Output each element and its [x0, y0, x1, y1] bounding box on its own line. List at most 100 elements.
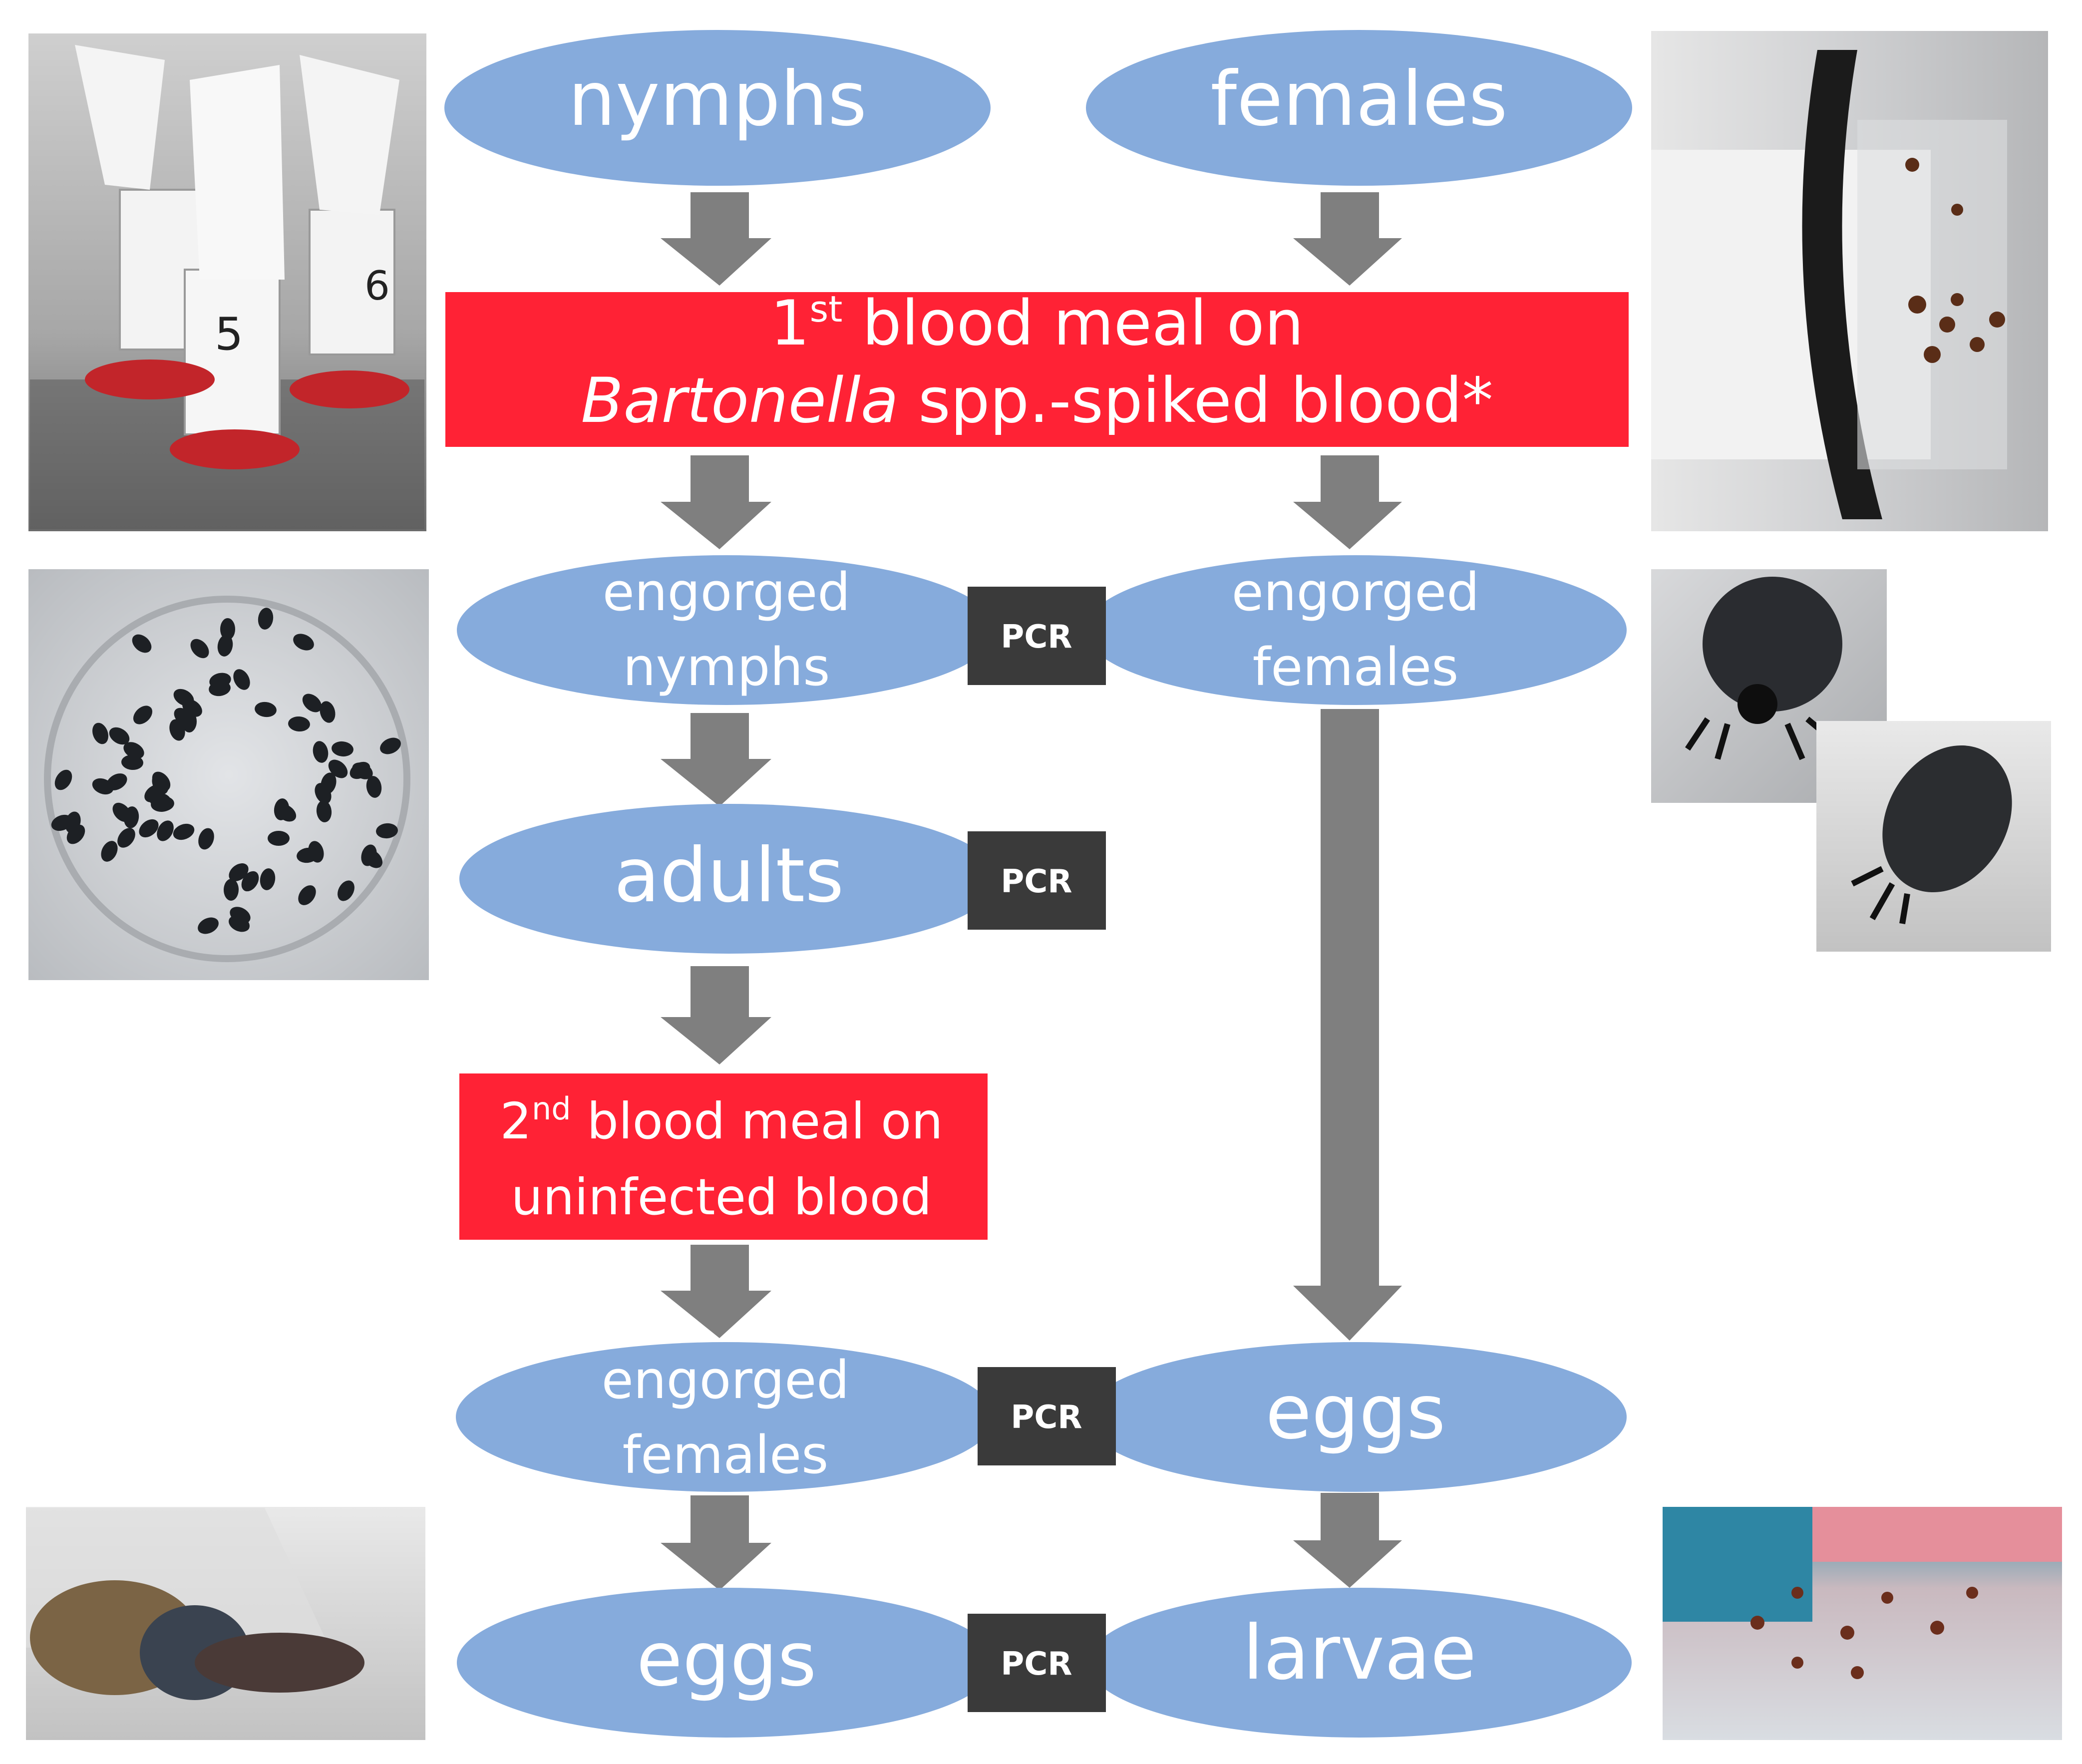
photo-feeding-units: 5 6 — [28, 33, 426, 531]
label-eggs-left: eggs — [637, 1616, 817, 1703]
meal1-genus: Bartonella — [581, 365, 898, 437]
meal1-superscript: st — [810, 288, 843, 330]
arrow-engorged-nymphs-to-adults — [661, 713, 771, 806]
nymph-dot — [363, 849, 383, 868]
node-engorged-females-left — [456, 1342, 995, 1492]
nymph-dot — [209, 673, 231, 689]
photo-engorged-female-with-eggs — [26, 1507, 425, 1740]
photo-ticks-in-tube — [1651, 31, 2048, 531]
label-engorged-females-right-2: females — [1253, 637, 1459, 698]
label-adults: adults — [614, 832, 844, 919]
node-nymphs — [444, 30, 991, 186]
nymph-dot — [233, 669, 250, 690]
svg-text:5: 5 — [215, 308, 243, 360]
nymph-dot — [366, 776, 382, 798]
svg-text:6: 6 — [364, 263, 390, 309]
nymph-dot — [332, 741, 353, 757]
node-eggs-left — [457, 1588, 996, 1738]
meal1-line1: blood meal on — [842, 288, 1304, 359]
label-engorged-nymphs-2: nymphs — [623, 637, 830, 698]
nymph-dot — [92, 722, 108, 744]
nymph-dot — [66, 824, 85, 844]
nymph-dot — [328, 759, 348, 778]
nymph-dot — [258, 608, 274, 630]
nymph-dot — [132, 634, 152, 653]
photo-engorged-females — [1651, 569, 2051, 952]
arrow-eggs-to-larvae — [1293, 1493, 1402, 1588]
nymph-dot — [316, 800, 332, 822]
nymph-dot — [190, 639, 209, 659]
nymph-dot — [313, 741, 329, 763]
photo-larvae — [1663, 1507, 2062, 1740]
svg-text:2nd blood meal on: 2nd blood meal on — [500, 1090, 943, 1150]
label-larvae: larvae — [1243, 1610, 1476, 1697]
nymph-dot — [255, 702, 277, 717]
meal1-box: 1st blood meal on Bartonella spp.-spiked… — [445, 288, 1629, 447]
pcr-box-engorged: PCR — [968, 587, 1106, 685]
nymph-dot — [152, 773, 169, 794]
meal1-line2: spp.-spiked blood* — [899, 365, 1493, 437]
nymph-dot — [198, 828, 214, 850]
arrow-meal1-to-engorged-nymphs — [661, 455, 771, 549]
node-eggs-right — [1084, 1342, 1627, 1492]
nymph-dot — [101, 841, 118, 862]
arrow-females-to-meal1 — [1293, 192, 1402, 286]
nymph-dot — [380, 737, 401, 754]
nymph-dot — [338, 880, 354, 901]
nymph-dot — [152, 796, 174, 812]
nymph-dot — [117, 828, 135, 848]
node-females — [1086, 30, 1632, 186]
nymph-dot — [276, 804, 297, 822]
nymph-dot — [133, 706, 153, 724]
nymph-dot — [229, 863, 249, 881]
meal2-box: 2nd blood meal on uninfected blood — [459, 1073, 988, 1240]
nymph-dot — [352, 762, 373, 779]
node-engorged-nymphs — [457, 555, 996, 705]
nymph-dot — [241, 871, 259, 892]
nymph-dot — [220, 618, 235, 640]
nymph-dot — [321, 772, 337, 794]
arrow-engorged-females-to-eggs-left — [661, 1495, 771, 1590]
nymph-dot — [223, 879, 239, 901]
meal2-line1: blood meal on — [571, 1092, 943, 1150]
nymph-dot — [268, 831, 290, 846]
label-engorged-females-left-2: females — [623, 1424, 829, 1485]
node-adults — [459, 804, 999, 954]
nymph-dot — [260, 868, 276, 890]
flow-arrows — [661, 192, 1402, 1590]
meal2-line2: uninfected blood — [511, 1168, 932, 1226]
label-females: females — [1210, 56, 1507, 143]
meal2-superscript: nd — [532, 1090, 571, 1127]
nymph-dot — [293, 634, 314, 651]
meal1-number: 1 — [770, 288, 810, 359]
pcr-label-adults: PCR — [1001, 863, 1072, 900]
pcr-box-eggs: PCR — [978, 1367, 1116, 1465]
arrow-nymphs-to-meal1 — [661, 192, 771, 286]
nymph-dot — [169, 719, 185, 741]
arrow-meal2-to-engorged-females — [661, 1245, 771, 1338]
node-engorged-females-right — [1084, 555, 1627, 705]
label-engorged-females-left-1: engorged — [602, 1350, 850, 1411]
label-nymphs: nymphs — [568, 56, 867, 143]
node-larvae — [1087, 1588, 1632, 1738]
arrow-engorged-females-to-eggs-right — [1293, 709, 1402, 1341]
nymph-dot — [109, 727, 130, 745]
nymph-dot — [51, 814, 73, 831]
arrow-adults-to-meal2 — [661, 966, 771, 1064]
nymph-dot — [217, 635, 233, 657]
pcr-label-larvae: PCR — [1001, 1646, 1072, 1683]
nymph-dot — [106, 773, 127, 790]
svg-text:1st blood meal on: 1st blood meal on — [770, 288, 1304, 359]
nymph-dot — [198, 917, 219, 934]
nymph-dot — [320, 701, 336, 723]
nymph-dot — [54, 769, 72, 790]
nymph-dot — [173, 823, 195, 840]
nymph-dot — [302, 694, 322, 712]
nymph-dot — [228, 915, 250, 932]
nymph-dot — [182, 699, 202, 717]
nymph-dot — [123, 806, 139, 828]
arrow-meal1-to-engorged-females — [1293, 455, 1402, 549]
nymph-dot — [376, 823, 398, 839]
nymph-dot — [121, 754, 143, 770]
